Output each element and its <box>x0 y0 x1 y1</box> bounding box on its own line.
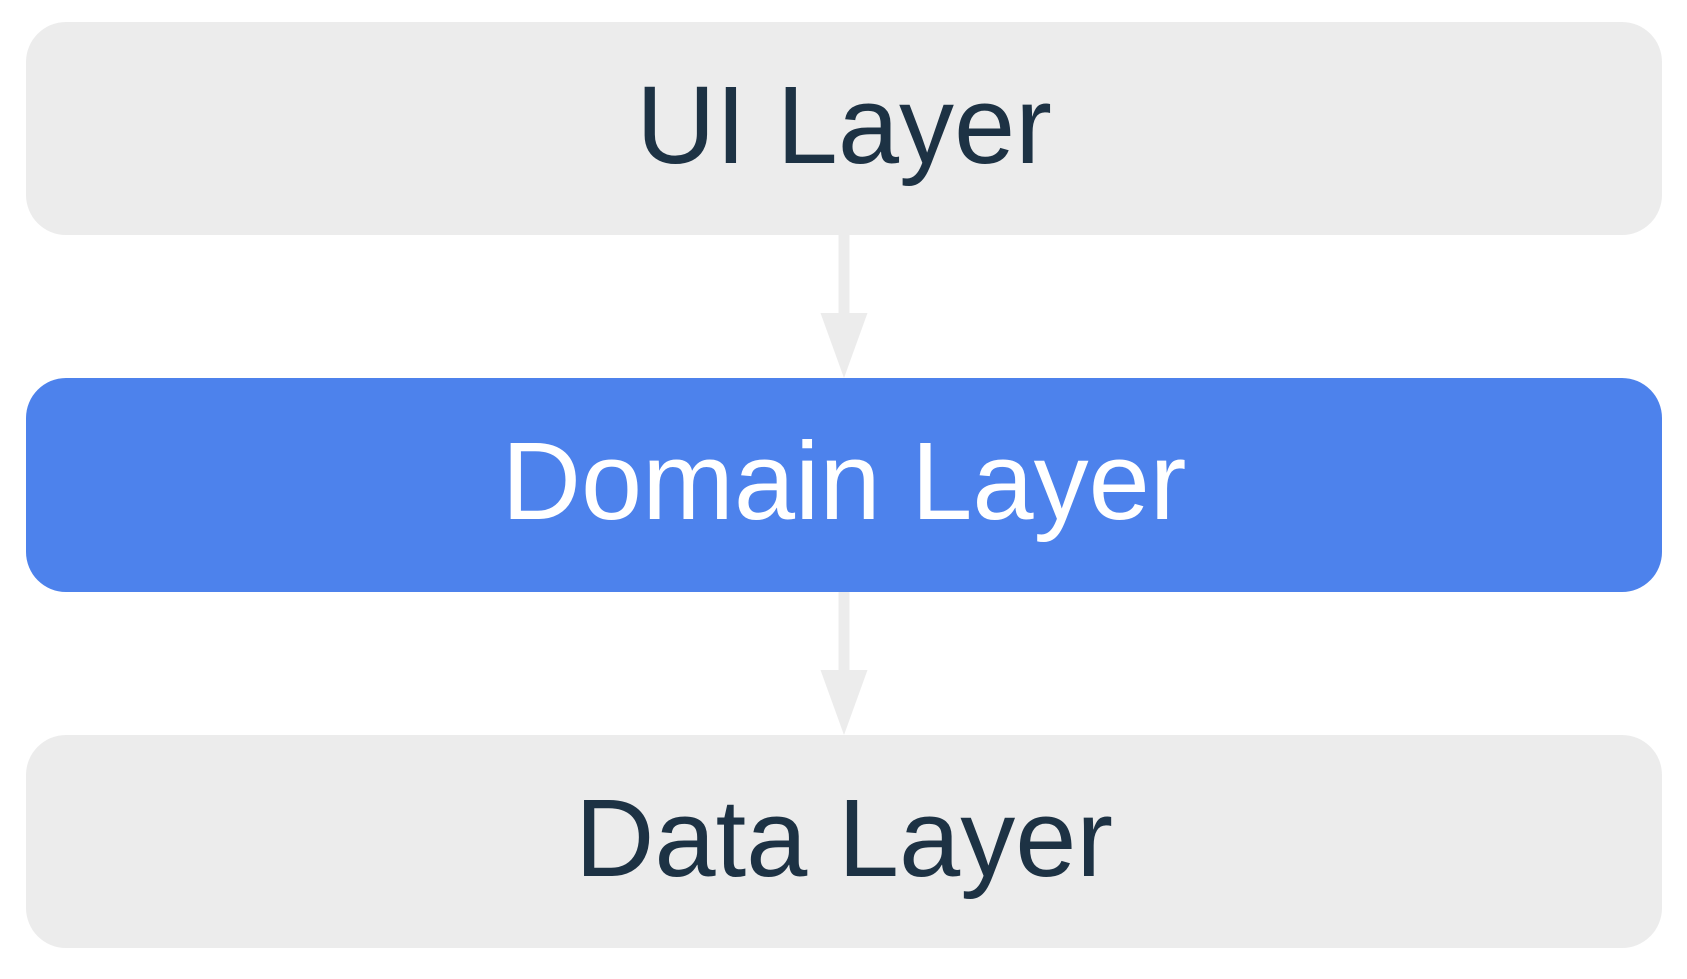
arrow-down-ui-to-domain-icon <box>820 235 868 378</box>
layer-box-domain: Domain Layer <box>26 378 1662 592</box>
layer-label-data: Data Layer <box>574 776 1114 900</box>
layer-box-data: Data Layer <box>26 735 1662 948</box>
arrow-down-domain-to-data-icon <box>820 592 868 735</box>
layer-label-domain: Domain Layer <box>501 420 1187 543</box>
layer-box-ui: UI Layer <box>26 22 1662 235</box>
layer-label-ui: UI Layer <box>636 63 1052 187</box>
